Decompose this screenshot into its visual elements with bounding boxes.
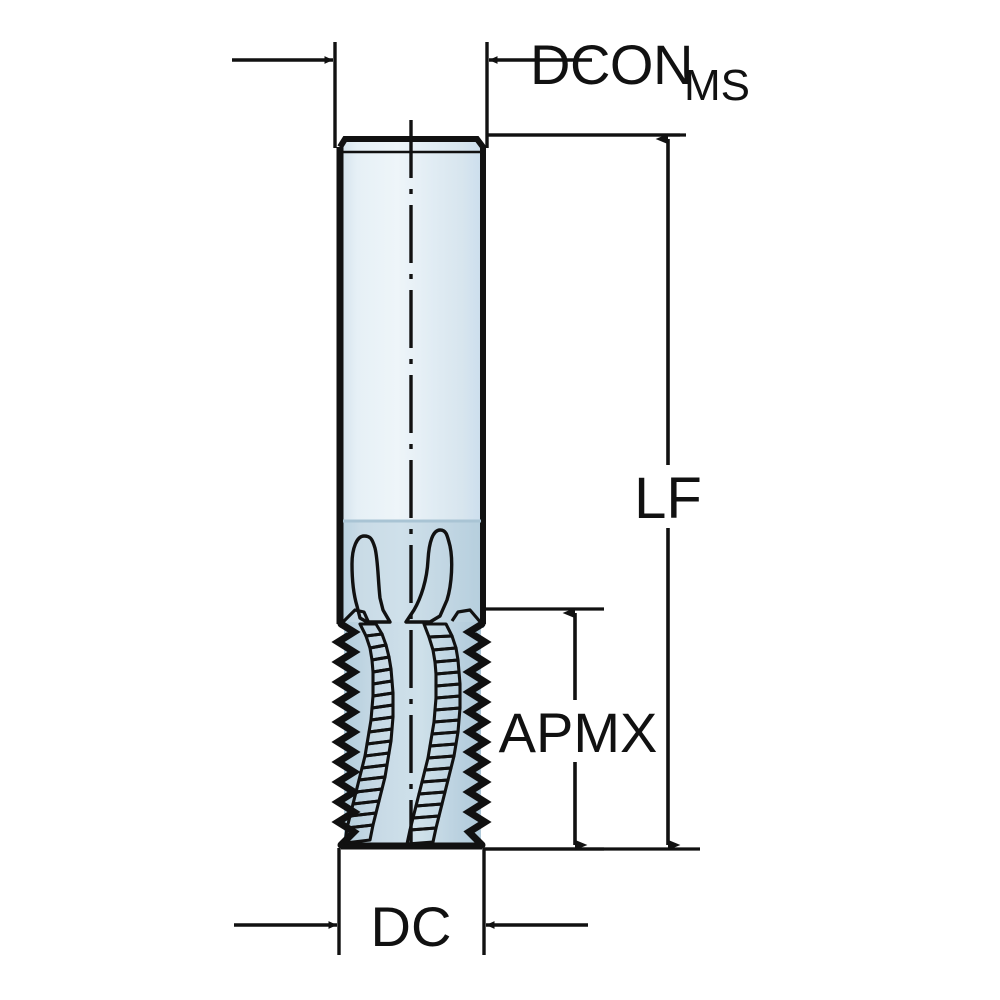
dc-label: DC xyxy=(371,895,452,958)
dcon-subscript-label: MS xyxy=(684,61,750,110)
dimension-dcon-ms: DCON MS xyxy=(232,33,750,148)
dcon-label: DCON xyxy=(530,33,693,96)
apmx-label: APMX xyxy=(499,701,658,764)
dimension-apmx: APMX xyxy=(481,607,658,851)
flute-left-relief xyxy=(339,608,370,626)
thread-interior-right xyxy=(405,622,462,846)
lf-label: LF xyxy=(634,466,702,531)
thread-right-profile xyxy=(462,620,492,849)
dimension-lf: LF xyxy=(484,133,702,851)
thread-left-profile xyxy=(331,620,361,849)
flute-left-outline xyxy=(350,534,392,624)
shank-outline xyxy=(337,136,486,624)
flute-right-outline xyxy=(404,528,454,624)
thread-interior-left xyxy=(343,622,395,845)
flute-right-relief xyxy=(450,608,484,626)
dimension-dc: DC xyxy=(234,848,588,958)
tool-geometry xyxy=(331,120,492,850)
